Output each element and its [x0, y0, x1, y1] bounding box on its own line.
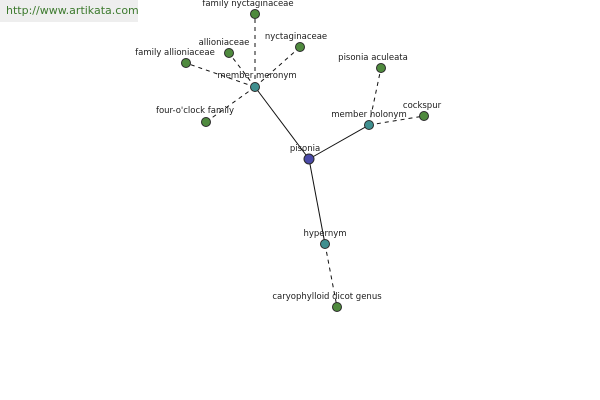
node-label-caryophylloid-dicot-genus[interactable]: caryophylloid dicot genus [272, 292, 382, 302]
node-family-nyctaginaceae[interactable] [250, 9, 260, 19]
node-label-family-allioniaceae[interactable]: family allioniaceae [135, 48, 215, 58]
node-four-oclock-family[interactable] [201, 117, 211, 127]
edge-pisonia-to-member-meronym [254, 86, 310, 160]
edge-member-holonym-to-cockspur [368, 115, 425, 126]
node-hypernym[interactable] [320, 239, 330, 249]
labels-layer: pisonia member meronym member holonym hyper… [135, 0, 441, 302]
edge-member-meronym-to-allioniaceae [228, 52, 256, 88]
node-member-meronym[interactable] [250, 82, 260, 92]
node-label-four-oclock-family[interactable]: four-o'clock family [156, 106, 234, 116]
edge-hypernym-to-caryophylloid-dicot-genus [324, 243, 338, 308]
node-member-holonym[interactable] [364, 120, 374, 130]
node-allioniaceae[interactable] [224, 48, 234, 58]
node-pisonia-aculeata[interactable] [376, 63, 386, 73]
node-caryophylloid-dicot-genus[interactable] [332, 302, 342, 312]
edges-layer [185, 14, 425, 308]
node-label-member-holonym[interactable]: member holonym [331, 110, 406, 120]
node-label-pisonia-aculeata[interactable]: pisonia aculeata [338, 53, 408, 63]
node-label-nyctaginaceae[interactable]: nyctaginaceae [265, 32, 327, 42]
edge-pisonia-to-member-holonym [308, 124, 370, 160]
node-cockspur[interactable] [419, 111, 429, 121]
node-label-family-nyctaginaceae[interactable]: family nyctaginaceae [202, 0, 293, 9]
watermark-link[interactable]: http://www.artikata.com [6, 4, 139, 17]
watermark-banner: http://www.artikata.com [0, 0, 139, 22]
edge-pisonia-to-hypernym [308, 158, 326, 245]
node-label-hypernym[interactable]: hypernym [303, 229, 346, 239]
node-family-allioniaceae[interactable] [181, 58, 191, 68]
edge-member-holonym-to-pisonia-aculeata [368, 67, 382, 126]
nodes-layer [181, 9, 429, 312]
node-label-cockspur[interactable]: cockspur [403, 101, 442, 111]
node-label-pisonia[interactable]: pisonia [290, 144, 320, 154]
edge-member-meronym-to-four-oclock-family [205, 86, 256, 123]
node-label-allioniaceae[interactable]: allioniaceae [199, 38, 250, 48]
edge-member-meronym-to-nyctaginaceae [254, 46, 301, 88]
node-nyctaginaceae[interactable] [295, 42, 305, 52]
node-pisonia[interactable] [303, 153, 315, 165]
node-label-member-meronym[interactable]: member meronym [217, 71, 296, 81]
